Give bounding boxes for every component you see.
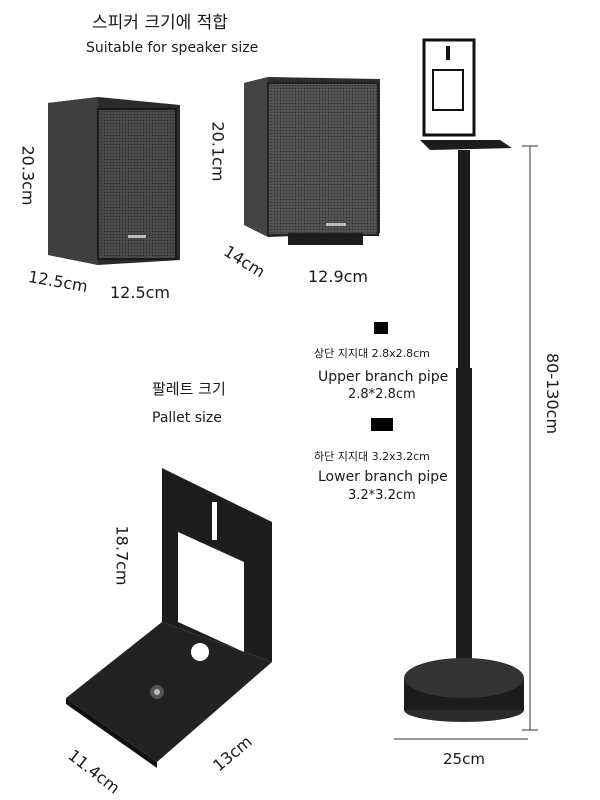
lower-pipe-english: Lower branch pipe <box>318 469 448 485</box>
speaker-left-height: 20.3cm <box>18 145 38 206</box>
speaker-left-width: 12.5cm <box>110 283 171 302</box>
stand-height-label: 80-130cm <box>543 352 563 435</box>
speaker-title-english: Suitable for speaker size <box>86 40 259 56</box>
upper-pipe-swatch <box>374 322 388 334</box>
speaker-stand-image <box>404 38 524 722</box>
stand-height-dimension-line <box>522 145 538 731</box>
pallet-title-korean: 팔레트 크기 <box>152 380 226 398</box>
speaker-left-image <box>48 97 180 265</box>
speaker-title-korean: 스피커 크기에 적합 <box>92 13 228 33</box>
upper-pipe-english: Upper branch pipe <box>318 369 449 385</box>
upper-pipe-size: 2.8*2.8cm <box>348 387 416 402</box>
upper-pipe-korean: 상단 지지대 2.8x2.8cm <box>314 347 430 360</box>
lower-pipe-swatch <box>371 418 393 431</box>
pallet-height-label: 18.7cm <box>112 525 132 586</box>
speaker-left-depth: 12.5cm <box>26 266 90 297</box>
pallet-title-english: Pallet size <box>152 410 222 426</box>
speaker-right-height: 20.1cm <box>208 121 228 182</box>
stand-base-label: 25cm <box>443 750 485 768</box>
stand-base-dimension-line <box>394 738 528 740</box>
speaker-right-width: 12.9cm <box>308 267 369 286</box>
pallet-bracket-image <box>66 468 272 768</box>
speaker-right-image <box>244 77 380 245</box>
lower-pipe-size: 3.2*3.2cm <box>348 488 416 503</box>
lower-pipe-korean: 하단 지지대 3.2x3.2cm <box>314 450 430 463</box>
